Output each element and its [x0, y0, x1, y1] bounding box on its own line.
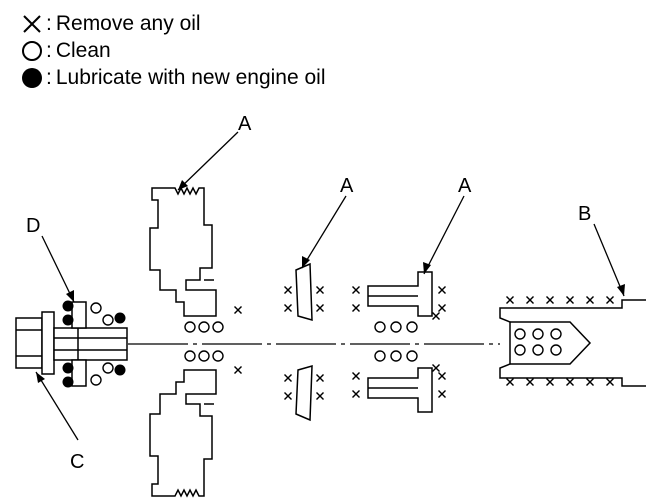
crankshaft-b-clean-marks	[514, 328, 562, 356]
filled-circle-icon	[22, 67, 42, 88]
legend-label-clean: Clean	[55, 38, 111, 62]
legend-label-lubricate: Lubricate with new engine oil	[55, 65, 326, 89]
legend-label-remove-oil: Remove any oil	[55, 11, 201, 35]
legend-separator: :	[46, 38, 52, 62]
plate-a2	[295, 262, 313, 422]
callout-b: B	[578, 203, 591, 225]
leader-arrowheads	[36, 180, 625, 383]
callout-d: D	[26, 215, 40, 237]
pulley-a1	[149, 186, 217, 498]
callout-c: C	[70, 451, 84, 473]
pulley-a1-remove-oil-marks	[233, 305, 243, 375]
callout-a-plate: A	[340, 175, 354, 197]
hub-a3	[367, 271, 433, 413]
legend-row-remove-oil: : Remove any oil	[20, 10, 326, 37]
legend: : Remove any oil : Clean : Lubricate wit…	[20, 10, 326, 91]
hub-a3-clean-marks	[374, 321, 418, 362]
legend-row-clean: : Clean	[20, 37, 326, 64]
callout-a-pulley: A	[238, 113, 252, 135]
bolt-c	[15, 301, 128, 387]
crankshaft-b-remove-oil-marks	[505, 295, 615, 387]
cross-icon	[23, 14, 41, 33]
legend-row-lubricate: : Lubricate with new engine oil	[20, 64, 326, 91]
legend-separator: :	[46, 65, 52, 89]
pulley-a1-clean-marks	[184, 321, 224, 362]
open-circle-icon	[22, 40, 42, 61]
crankshaft-b	[499, 299, 646, 387]
legend-separator: :	[46, 11, 52, 35]
leader-lines	[35, 131, 625, 441]
plate-a2-remove-oil-marks	[283, 285, 325, 401]
callout-a-hub: A	[458, 175, 472, 197]
